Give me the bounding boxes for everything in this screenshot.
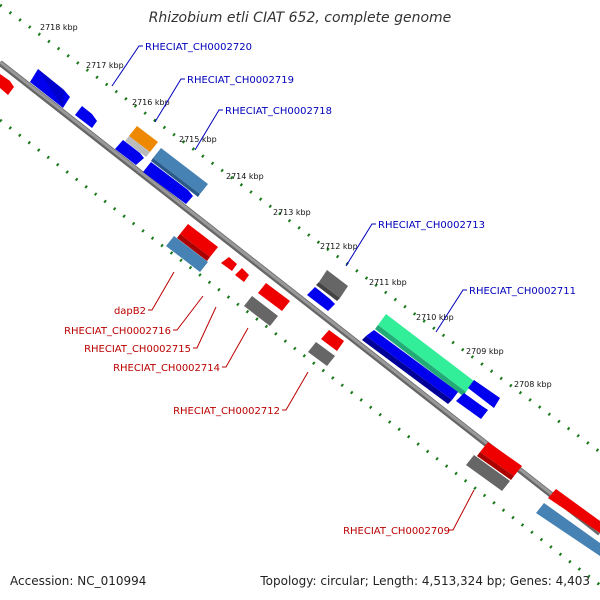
gene-forward[interactable] [468, 380, 500, 408]
gene-forward[interactable] [75, 106, 97, 128]
gene-orange[interactable] [125, 126, 158, 157]
gene-label-forward[interactable]: RHECIAT_CH0002720 [145, 42, 252, 53]
gene-reverse[interactable] [477, 442, 522, 480]
gene-reverse[interactable] [258, 283, 290, 311]
tick-label: 2712 kbp [320, 242, 358, 251]
gene-forward[interactable] [362, 330, 458, 404]
forward-label-leaders [111, 45, 467, 333]
tick-label: 2711 kbp [369, 278, 407, 287]
gene-pseudo[interactable] [466, 455, 510, 491]
gene-reverse[interactable] [0, 74, 14, 95]
gene-label-forward[interactable]: RHECIAT_CH0002711 [469, 286, 576, 297]
gene-forward[interactable] [307, 287, 335, 311]
gene-reverse[interactable] [321, 330, 344, 351]
gene-label-reverse[interactable]: RHECIAT_CH0002712 [173, 406, 280, 417]
tick-label: 2709 kbp [466, 347, 504, 356]
gene-pseudo[interactable] [244, 296, 278, 326]
gene-label-forward[interactable]: RHECIAT_CH0002713 [378, 220, 485, 231]
reverse-labels: dapB2 RHECIAT_CH0002716 RHECIAT_CH000271… [64, 306, 450, 537]
gene-forward[interactable] [30, 69, 70, 108]
gene-label-forward[interactable]: RHECIAT_CH0002719 [187, 75, 294, 86]
gene-pseudo[interactable] [316, 270, 348, 301]
gene-label-reverse[interactable]: RHECIAT_CH0002709 [343, 526, 450, 537]
gene-label-reverse[interactable]: RHECIAT_CH0002715 [84, 344, 191, 355]
gene-pseudo[interactable] [308, 342, 335, 366]
tick-label: 2718 kbp [40, 23, 78, 32]
forward-labels: RHECIAT_CH0002720 RHECIAT_CH0002719 RHEC… [145, 42, 576, 297]
gene-label-reverse[interactable]: RHECIAT_CH0002716 [64, 326, 171, 337]
reverse-label-leaders [148, 271, 475, 531]
tick-label: 2715 kbp [179, 135, 217, 144]
gene-reverse[interactable] [221, 257, 237, 271]
tick-labels: 2718 kbp 2717 kbp 2716 kbp 2715 kbp 2714… [40, 23, 552, 389]
gene-reverse[interactable] [235, 268, 249, 282]
gene-label-forward[interactable]: RHECIAT_CH0002718 [225, 106, 332, 117]
gene-forward[interactable] [115, 140, 144, 165]
map-title: Rhizobium etli CIAT 652, complete genome [148, 10, 452, 26]
tick-label: 2710 kbp [416, 313, 454, 322]
reverse-genes [0, 74, 600, 556]
gene-reverse[interactable] [548, 489, 600, 533]
gene-label-reverse[interactable]: RHECIAT_CH0002714 [113, 363, 220, 374]
tick-label: 2716 kbp [132, 98, 170, 107]
tick-label: 2714 kbp [226, 172, 264, 181]
tick-label: 2717 kbp [86, 61, 124, 70]
gene-label-reverse[interactable]: dapB2 [114, 306, 146, 317]
gene-forward[interactable] [143, 162, 193, 204]
accession-text: Accession: NC_010994 [10, 574, 147, 588]
forward-genes [30, 69, 500, 419]
gene-rna-blue[interactable] [166, 236, 208, 272]
gene-forward[interactable] [456, 393, 488, 419]
tick-label: 2708 kbp [514, 380, 552, 389]
gene-green[interactable] [375, 314, 474, 396]
genome-summary-text: Topology: circular; Length: 4,513,324 bp… [260, 574, 590, 588]
gene-rna-blue[interactable] [536, 503, 600, 556]
gene-rna-blue[interactable] [151, 148, 208, 197]
tick-label: 2713 kbp [273, 208, 311, 217]
gene-reverse[interactable] [177, 224, 218, 261]
